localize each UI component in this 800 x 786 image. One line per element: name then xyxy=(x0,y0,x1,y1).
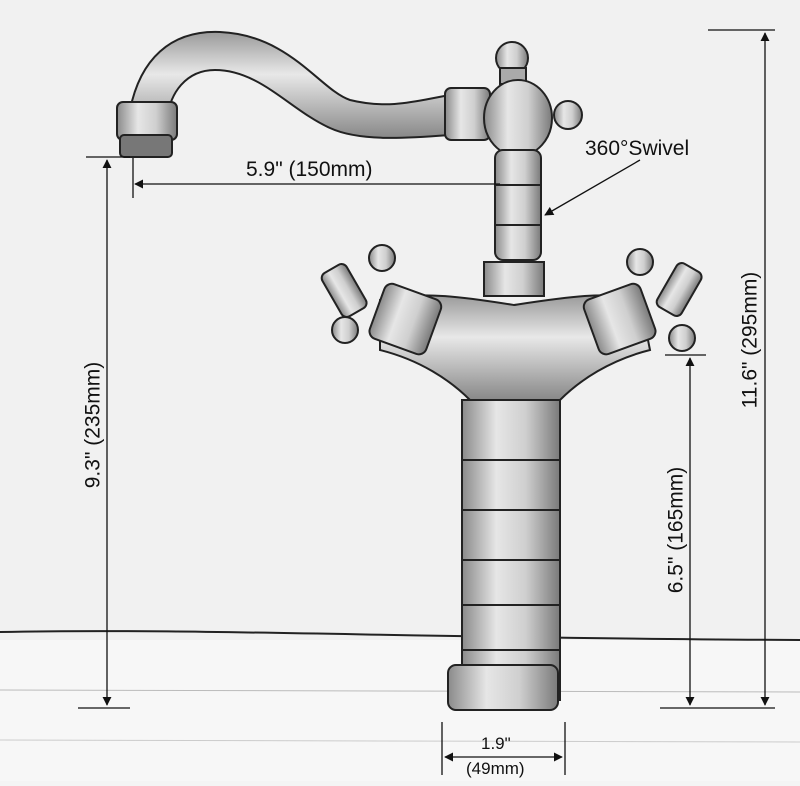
handle-height-label: 6.5" (165mm) xyxy=(664,466,688,594)
swivel-label: 360°Swivel xyxy=(585,137,690,160)
total-height-label: 11.6" (295mm) xyxy=(738,271,762,409)
faucet-spout xyxy=(116,30,491,158)
base-width-inch-label: 1.9" xyxy=(481,734,511,753)
faucet-neck xyxy=(483,149,545,297)
spout-reach-label: 5.9" (150mm) xyxy=(246,158,373,181)
dimension-lines xyxy=(78,29,775,775)
left-cross-handle xyxy=(320,244,396,344)
right-cross-handle xyxy=(626,248,703,352)
faucet-body xyxy=(368,282,657,401)
base-width-mm-label: (49mm) xyxy=(466,759,525,778)
spout-height-label: 9.3" (235mm) xyxy=(81,361,105,489)
faucet-base-column xyxy=(447,399,561,711)
swivel-knob xyxy=(483,41,583,157)
